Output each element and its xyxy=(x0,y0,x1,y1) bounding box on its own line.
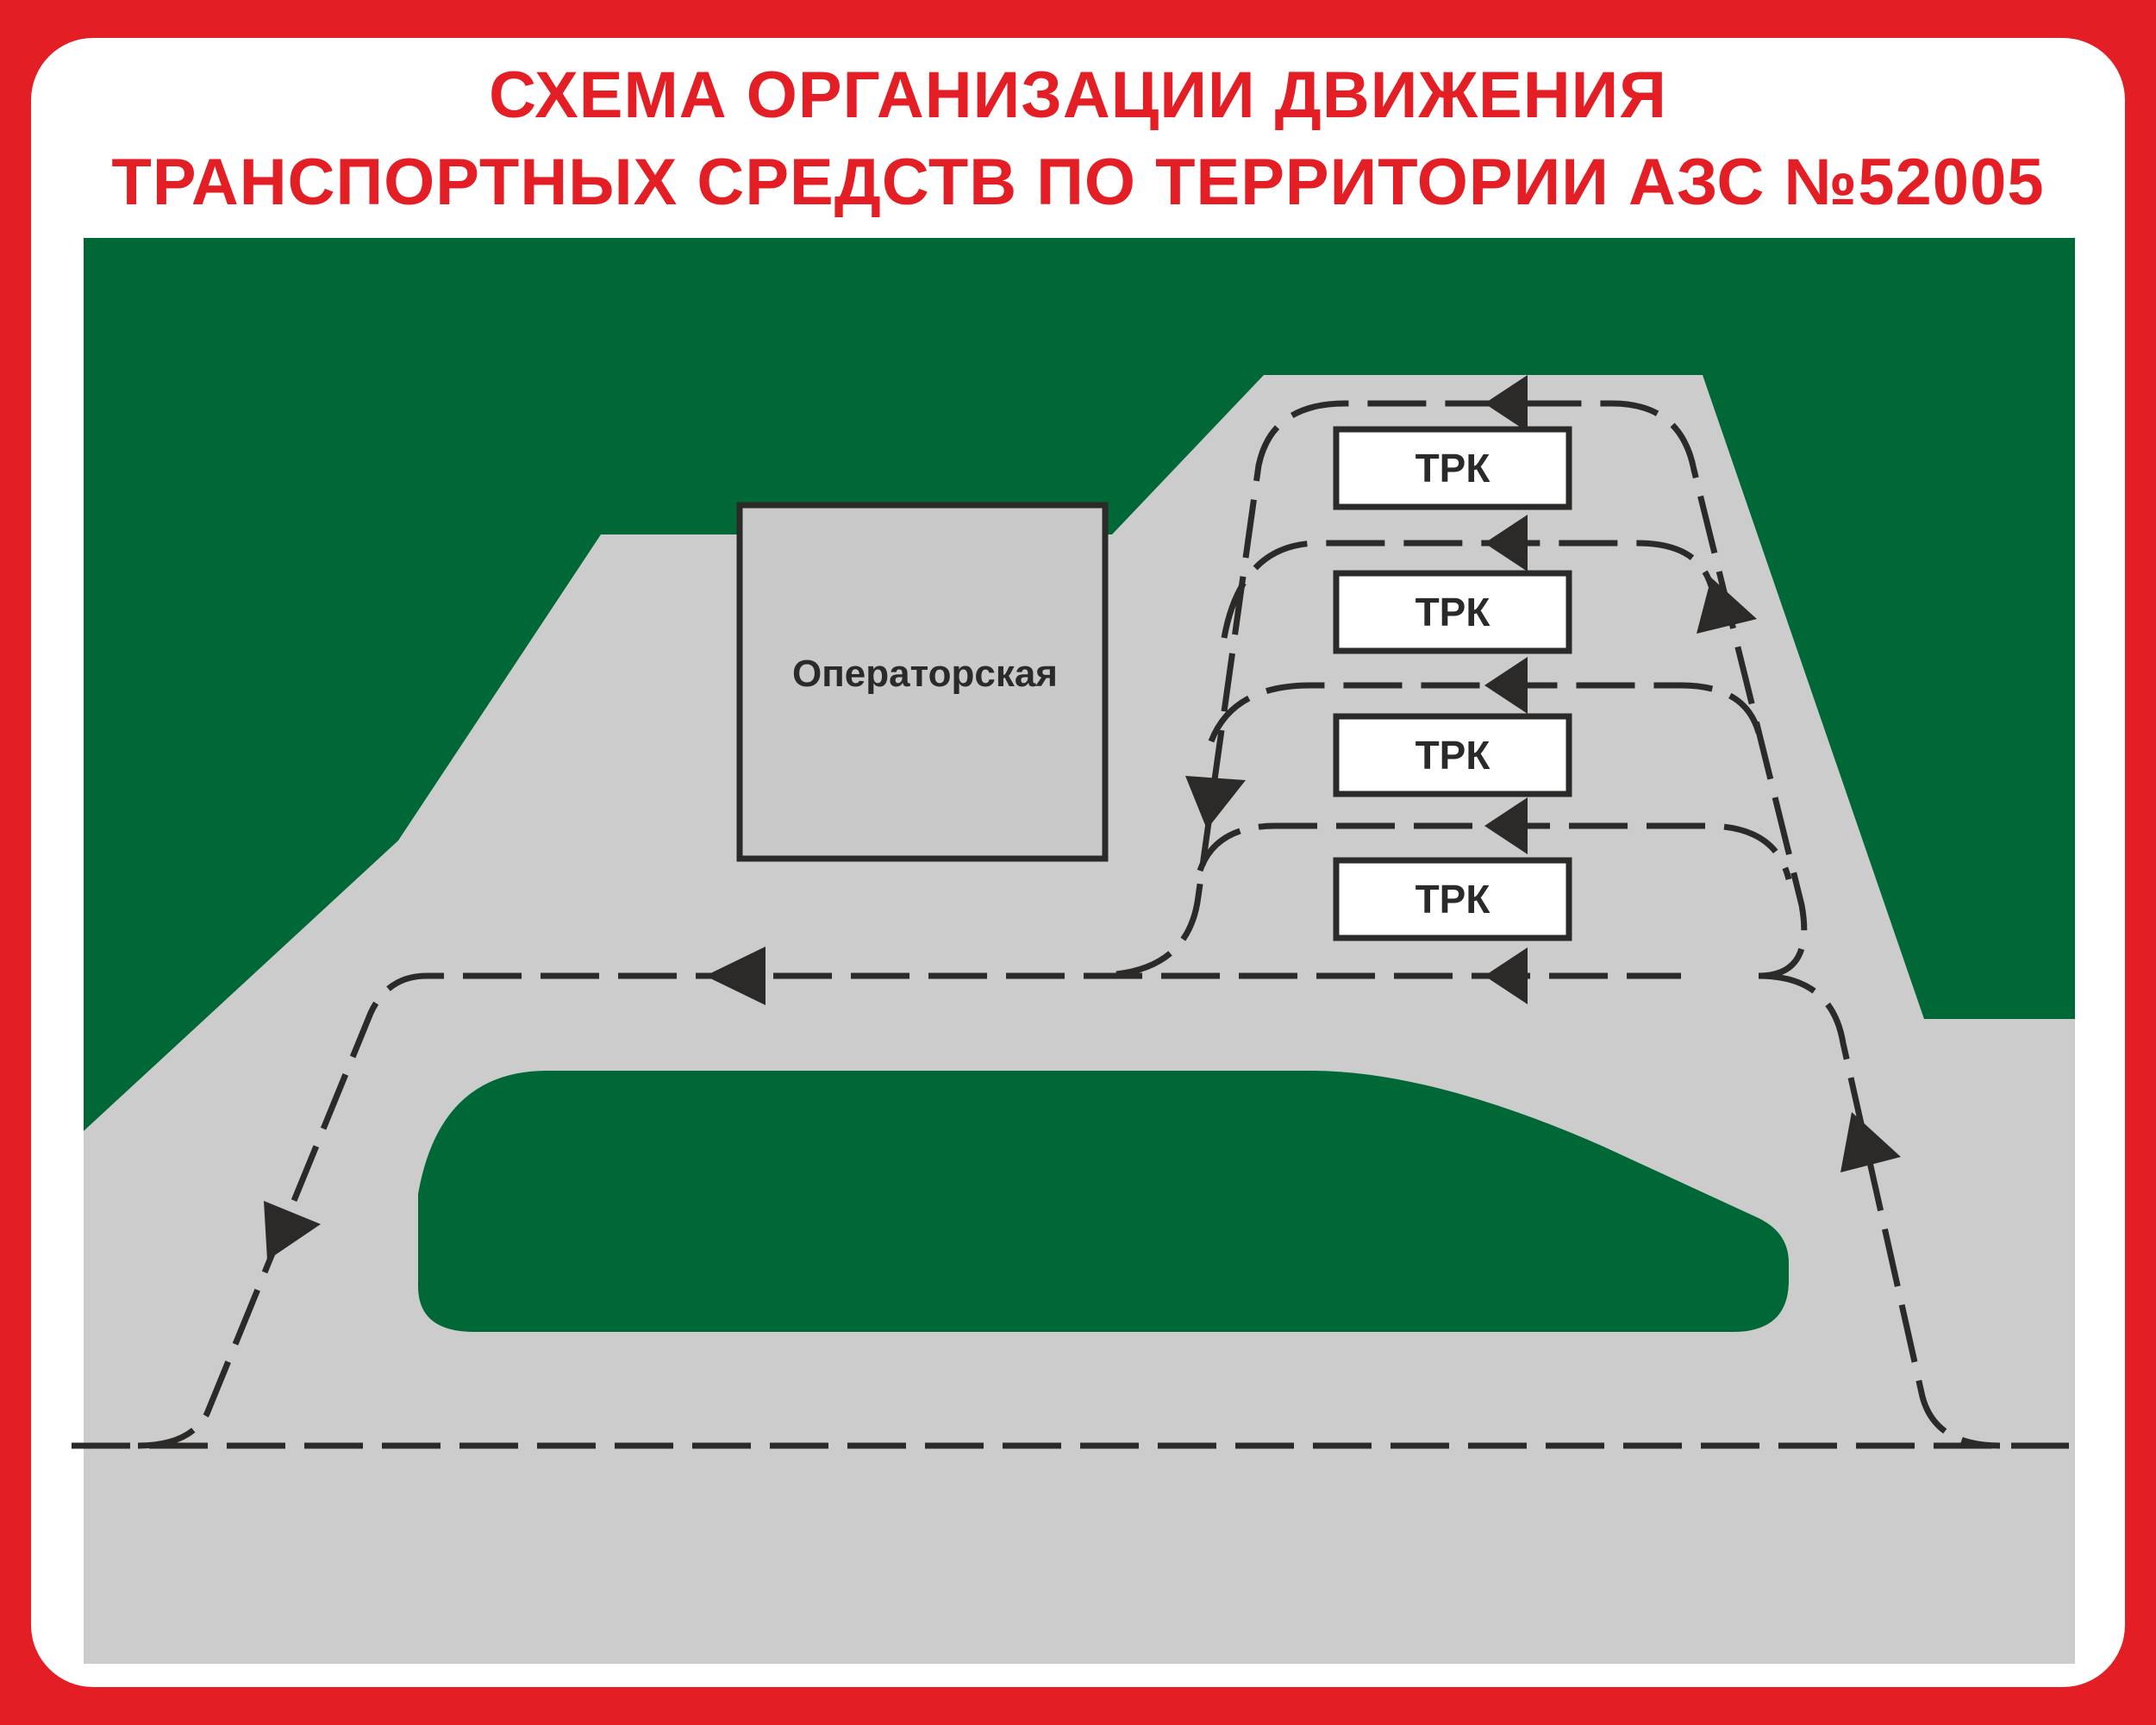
arrow-icon xyxy=(1484,515,1528,572)
title-line-1: СХЕМА ОРГАНИЗАЦИИ ДВИЖЕНИЯ xyxy=(489,59,1667,132)
dispenser-1 xyxy=(1333,426,1572,510)
direction-arrows xyxy=(264,375,1901,1260)
title-line-2: ТРАНСПОРТНЫХ СРЕДСТВ ПО ТЕРРИТОРИИ АЗС №… xyxy=(111,146,2045,219)
pump-lane-1 xyxy=(1115,400,1808,979)
dispenser-3 xyxy=(1333,713,1572,797)
dispenser-4 xyxy=(1333,857,1572,941)
arrow-icon xyxy=(1185,776,1246,829)
operator-building xyxy=(736,502,1109,862)
entry-route xyxy=(1758,972,2001,1449)
operator-room-label: Операторская xyxy=(792,653,1058,695)
dispenser-label: ТРК xyxy=(1415,590,1490,634)
green-island xyxy=(418,1071,1789,1332)
arrow-icon xyxy=(1484,947,1528,1004)
dispensers xyxy=(1333,426,1572,941)
arrow-icon xyxy=(705,947,766,1005)
dispenser-2 xyxy=(1333,570,1572,654)
arrow-icon xyxy=(1484,797,1528,854)
arrow-icon xyxy=(1697,578,1757,634)
arrow-icon xyxy=(264,1201,321,1260)
traffic-routes xyxy=(72,400,2069,1449)
paved-area xyxy=(84,375,2075,1664)
sign-title: СХЕМА ОРГАНИЗАЦИИ ДВИЖЕНИЯ ТРАНСПОРТНЫХ … xyxy=(0,52,2156,226)
arrow-icon xyxy=(1840,1112,1901,1172)
pump-lane-2 xyxy=(1221,540,1715,639)
arrow-icon xyxy=(1484,375,1528,432)
arrow-icon xyxy=(1484,657,1528,714)
dispenser-label: ТРК xyxy=(1415,733,1490,778)
main-route xyxy=(137,972,1681,1449)
dispenser-label: ТРК xyxy=(1415,446,1490,491)
pump-lane-3 xyxy=(1208,682,1762,743)
pump-lane-4 xyxy=(1197,822,1792,880)
dispenser-label: ТРК xyxy=(1415,877,1490,922)
